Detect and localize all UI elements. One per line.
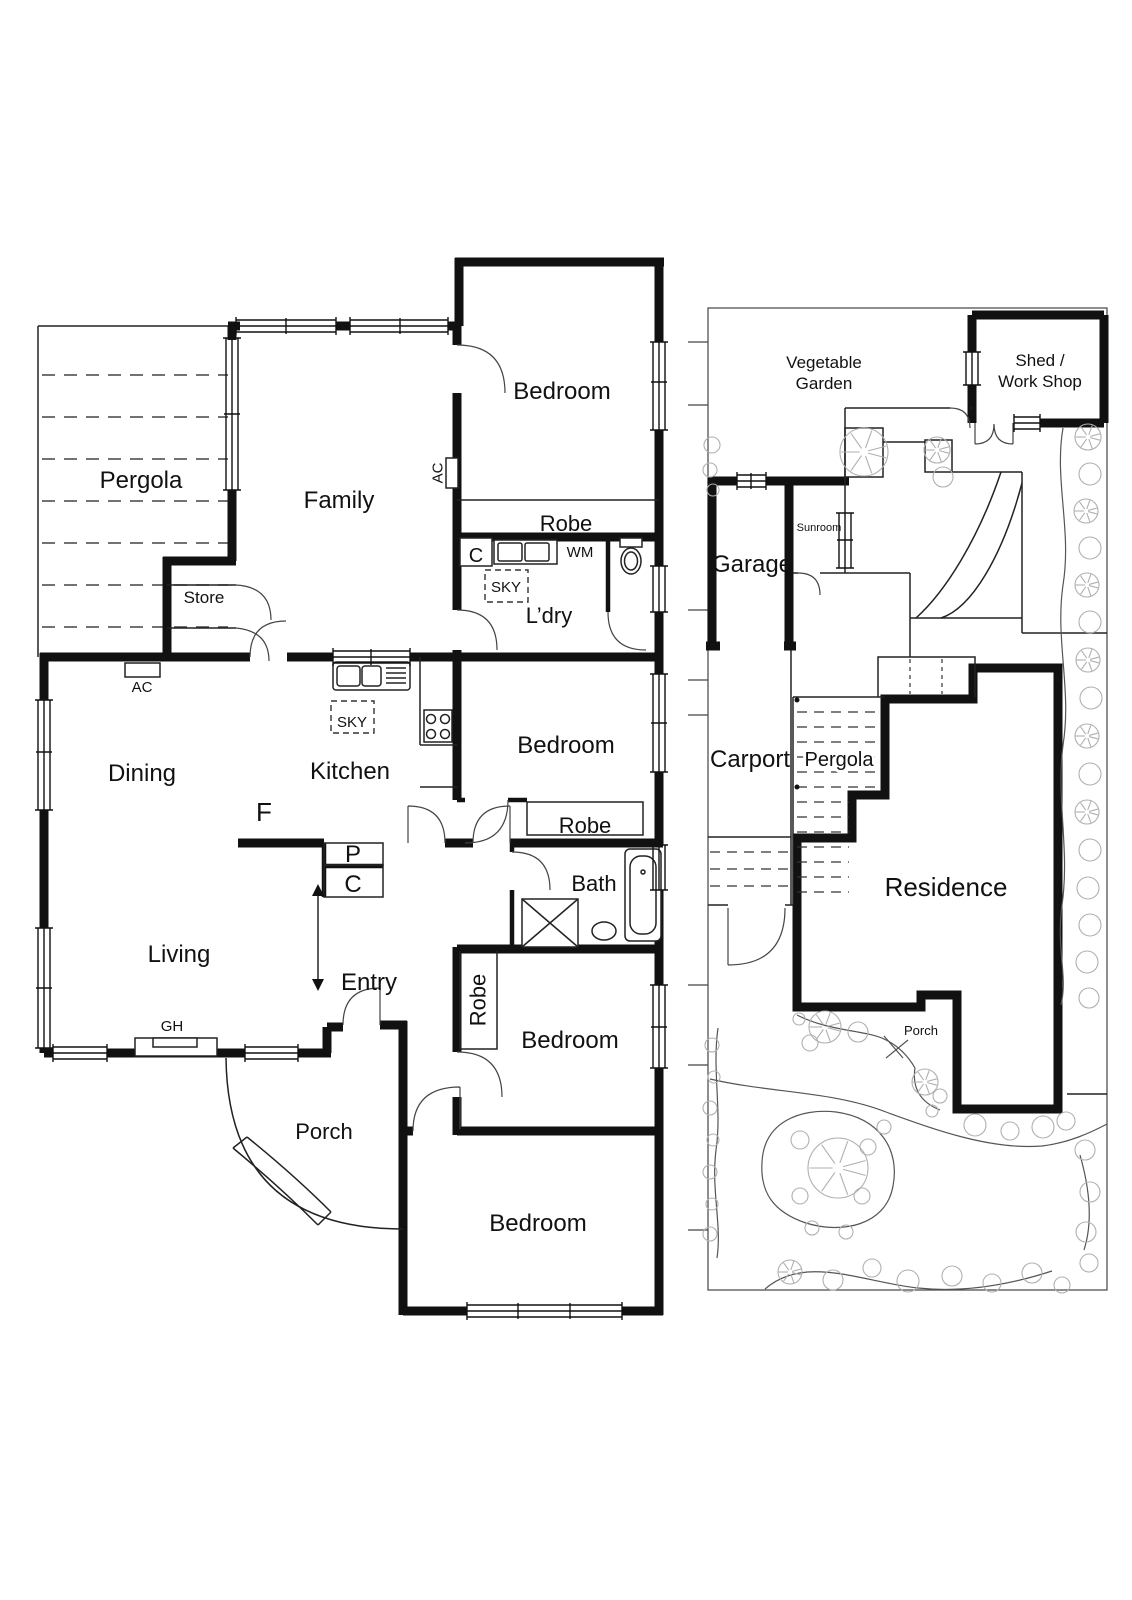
label-robe-rear: Robe <box>466 974 491 1027</box>
basin <box>591 921 617 941</box>
site-gates <box>727 407 1014 966</box>
label-bath: Bath <box>571 871 616 896</box>
label-robe-middle: Robe <box>559 813 612 838</box>
label-shed-1: Shed / <box>1015 351 1064 370</box>
laundry-fixtures <box>459 537 643 603</box>
label-vegetable-garden-1: Vegetable <box>786 353 862 372</box>
label-dining: Dining <box>108 760 176 787</box>
label-carport: Carport <box>710 746 790 773</box>
label-bedroom-top: Bedroom <box>513 378 610 405</box>
label-sunroom: Sunroom <box>797 522 842 534</box>
carport-dashes <box>710 851 788 887</box>
residence-outline <box>792 663 1063 1114</box>
label-cupboard-laundry: C <box>469 545 483 567</box>
label-family: Family <box>304 487 375 514</box>
rear-steps <box>877 656 976 697</box>
label-bedroom-middle: Bedroom <box>517 732 614 759</box>
garden-beds <box>709 427 1108 1290</box>
bath-fixtures <box>521 848 662 948</box>
label-store: Store <box>184 588 225 607</box>
label-skylight-kitchen: SKY <box>337 714 367 731</box>
site-windows <box>736 351 1041 569</box>
door-swings <box>235 344 647 1132</box>
label-bedroom-rear: Bedroom <box>521 1027 618 1054</box>
label-pergola: Pergola <box>100 467 183 494</box>
label-fridge: F <box>256 797 272 827</box>
label-living: Living <box>148 941 211 968</box>
shed-walls <box>967 310 1109 428</box>
ac-unit-rear <box>124 662 161 678</box>
garage-walls <box>706 476 849 651</box>
site-plan: Vegetable Garden Shed / Work Shop Garage… <box>688 307 1109 1294</box>
label-robe-top: Robe <box>540 511 593 536</box>
label-garage: Garage <box>712 551 792 578</box>
label-entry: Entry <box>341 969 397 996</box>
house-floor-plan: Pergola Family Bedroom Robe Store AC AC … <box>35 257 668 1320</box>
entry-arrow <box>312 884 324 991</box>
label-cupboard-hall: C <box>344 871 361 898</box>
label-shed-2: Work Shop <box>998 372 1082 391</box>
kitchen-counter <box>419 657 457 788</box>
label-gas-heater: GH <box>161 1018 184 1035</box>
ac-unit-family <box>445 457 459 489</box>
label-residence: Residence <box>885 872 1008 902</box>
boundary-ticks <box>688 341 708 1231</box>
label-porch: Porch <box>295 1119 352 1144</box>
label-site-pergola: Pergola <box>805 749 875 771</box>
site-boundary <box>707 307 1108 1291</box>
skylight-laundry-box <box>484 569 529 603</box>
site-pergola-dashes <box>797 711 877 893</box>
label-ac-family: AC <box>429 462 446 483</box>
cupboard-hall-box <box>323 864 384 898</box>
label-washing-machine: WM <box>567 544 594 561</box>
label-vegetable-garden-2: Garden <box>796 374 853 393</box>
pergola-rafters <box>42 374 228 628</box>
pergola-area <box>37 325 232 657</box>
label-laundry: L’dry <box>526 603 572 628</box>
label-kitchen: Kitchen <box>310 758 390 785</box>
curved-path <box>915 471 1023 619</box>
label-skylight-laundry: SKY <box>491 579 521 596</box>
store-partitions <box>167 584 236 629</box>
label-bedroom-front: Bedroom <box>489 1210 586 1237</box>
windows <box>35 317 668 1320</box>
label-site-porch: Porch <box>904 1023 938 1038</box>
label-ac-rear: AC <box>132 679 153 696</box>
robe-rear-box <box>459 951 498 1050</box>
exterior-walls <box>39 257 664 1316</box>
porch-curve <box>225 1057 404 1230</box>
toilet-cistern <box>619 537 643 548</box>
skylight-kitchen-box <box>330 700 375 734</box>
label-pantry: P <box>345 841 361 868</box>
trees-and-shrubs <box>702 423 1103 1294</box>
robe-middle-box <box>526 801 644 836</box>
laundry-cupboard-box <box>459 537 493 567</box>
